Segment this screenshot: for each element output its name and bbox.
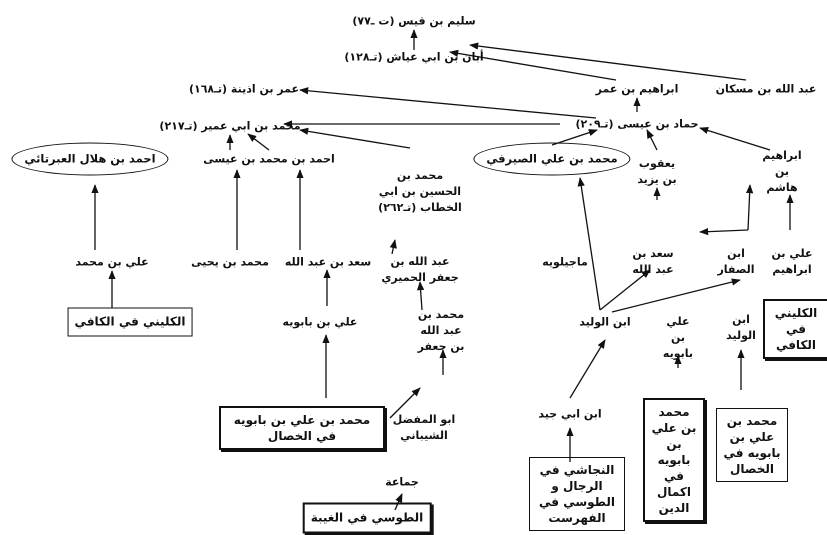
node-ibn-walid-2: ابن الوليد — [726, 313, 756, 342]
node-umar-udhayna: عمر بن اذينة (تـ١٦٨) — [188, 82, 300, 96]
node-ibn-saffar: ابن الصفار — [717, 247, 755, 276]
transmission-arrow — [699, 126, 771, 151]
transmission-arrow — [745, 184, 754, 231]
transmission-arrow — [577, 177, 601, 311]
transmission-arrow — [389, 387, 421, 419]
node-ibn-abi-umayr: محمد بن ابي عمير (تـ٢١٧) — [159, 119, 301, 133]
node-saad-abdullah-2: سعد بن عبد الله — [632, 247, 674, 276]
source-kulayni-kafi-2: الكليني في الكافي — [763, 299, 827, 359]
node-abu-mufaddal: ابو المفضل الشيباني — [392, 413, 456, 442]
source-saduq-ikmal: محمد بن علي بن بابويه في اكمال الدين — [643, 398, 705, 522]
node-aban: أبان بن ابي عياش (تـ١٢٨) — [344, 50, 484, 64]
transmission-arrow — [299, 87, 597, 119]
transmission-arrow — [389, 239, 397, 255]
transmission-arrow — [646, 129, 658, 151]
node-ibrahim-umar: ابراهيم بن عمر — [595, 82, 679, 96]
node-hammad: حماد بن عيسى (تـ٢٠٩) — [575, 117, 699, 131]
node-ali-muhammad: علي بن محمد — [75, 255, 149, 269]
node-ibn-abi-jayyid: ابن ابي جيد — [538, 407, 602, 421]
transmission-arrow — [611, 278, 741, 313]
transmission-arrow — [699, 228, 749, 236]
node-majilawayh: ماجيلويه — [542, 255, 588, 269]
transmission-arrow — [599, 269, 651, 311]
node-abdullah-jafar: عبد الله بن جعفر الحميري — [381, 255, 459, 284]
source-saduq-khisal-1: محمد بن علي بن بابويه في الخصال — [219, 406, 385, 450]
node-ali-ibrahim: علي بن ابراهيم — [771, 247, 813, 276]
node-ali-babawayh-2: علي بن بابويه — [662, 315, 693, 360]
source-najashi-tusi: النجاشي في الرجال و الطوسي في الفهرست — [529, 457, 625, 531]
node-m-ali-sayrafi: محمد بن علي الصيرفي — [473, 142, 631, 176]
source-tusi-ghayba: الطوسي في الغيبة — [302, 502, 432, 534]
transmission-arrow — [247, 133, 270, 151]
transmission-arrow — [299, 127, 411, 149]
node-yaqub-yazid: يعقوب بن يزيد — [637, 157, 677, 186]
node-ibrahim-hashim: ابراهيم بن هاشم — [762, 149, 802, 194]
node-salim: سليم بن قيس (ت ـ٧٧) — [352, 14, 476, 28]
transmission-arrow — [449, 49, 617, 81]
node-ibn-walid-1: ابن الوليد — [579, 315, 631, 329]
transmission-arrow — [416, 281, 425, 311]
node-saad-abdullah-1: سعد بن عبد الله — [284, 255, 372, 269]
source-saduq-khisal-2: محمد بن علي بن بابويه في الخصال — [716, 408, 788, 482]
node-ahmad-isa: احمد بن محمد بن عيسى — [203, 152, 335, 166]
node-m-abdullah-jafar: محمد بن عبد الله بن جعفر — [417, 308, 465, 353]
node-m-husayn: محمد بن الحسين بن ابي الخطاب (تـ٢٦٢) — [378, 169, 462, 214]
node-m-yahya: محمد بن يحيى — [191, 255, 269, 269]
transmission-arrow — [569, 339, 606, 399]
node-ahmad-hilal: احمد بن هلال العبرتائي — [11, 142, 169, 176]
transmission-arrow — [394, 493, 403, 511]
transmission-arrow — [469, 42, 747, 81]
node-abdullah-muskan: عبد الله بن مسكان — [715, 82, 817, 96]
node-jamaa: جماعة — [385, 475, 419, 489]
source-kulayni-kafi-1: الكليني في الكافي — [67, 307, 193, 337]
node-ali-babawayh-1: علي بن بابويه — [282, 315, 358, 329]
